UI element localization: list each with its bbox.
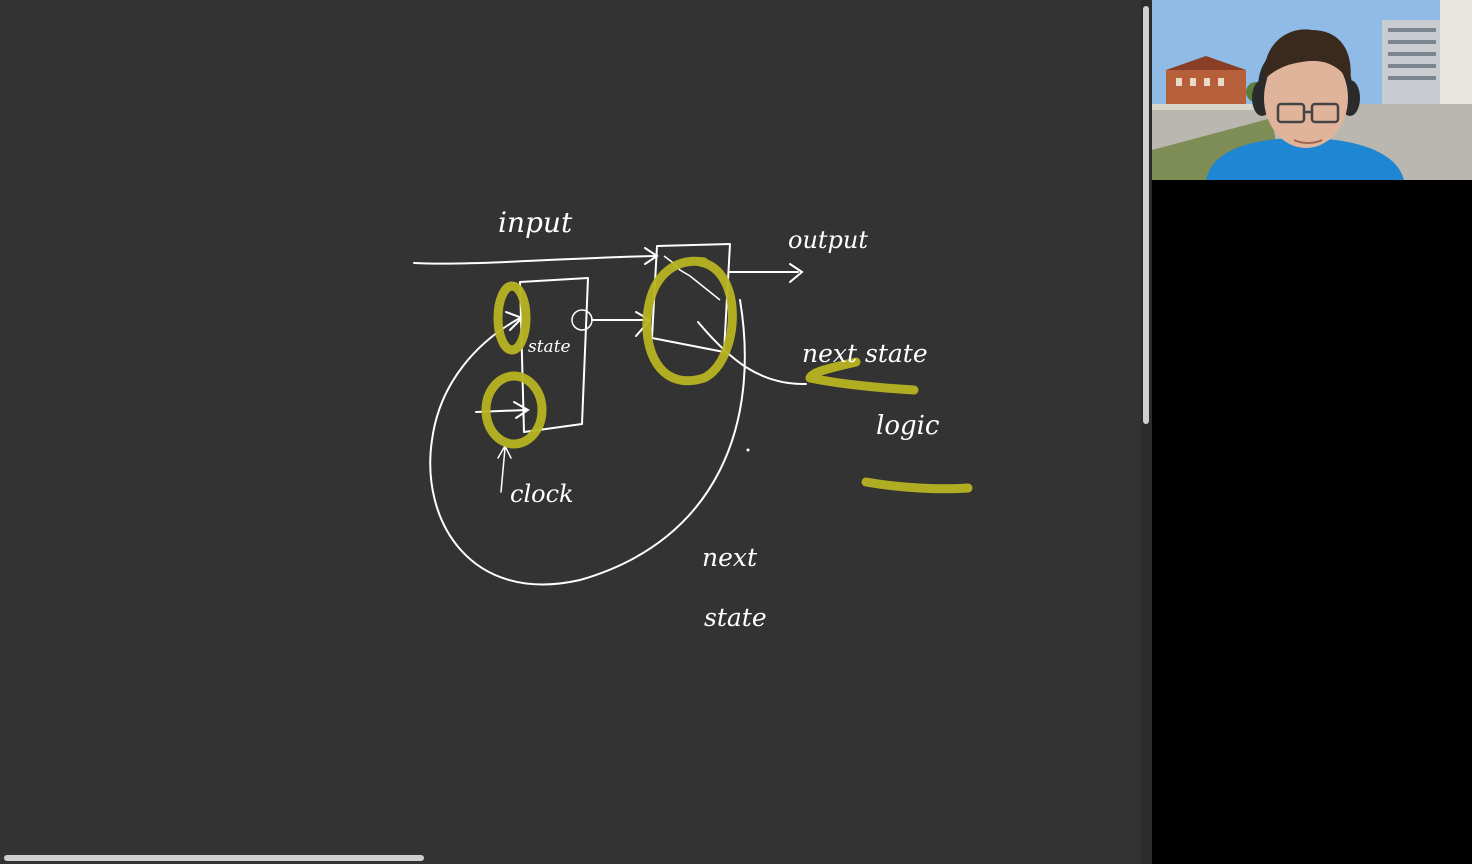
sketch-drawing: input output state clock next state logi… — [413, 206, 973, 632]
label-next-state-logic-2: logic — [876, 411, 940, 441]
highlight-logic-block — [642, 256, 737, 386]
label-next-state-bottom-1: next — [702, 543, 758, 572]
output-arrow — [729, 263, 804, 283]
video-sidebar — [1152, 0, 1472, 864]
next-state-pointer — [697, 321, 807, 386]
vertical-scrollbar[interactable] — [1141, 0, 1152, 864]
highlight-next-state-arrow — [805, 357, 919, 395]
whiteboard-canvas[interactable]: input output state clock next state logi… — [0, 0, 1152, 864]
label-output: output — [788, 226, 868, 254]
label-next-state-logic-1: next state — [802, 339, 928, 368]
register-to-block-arrow — [591, 311, 652, 337]
label-state: state — [528, 337, 571, 357]
register-output-bubble — [571, 309, 593, 331]
highlighter-marks — [481, 256, 973, 494]
input-line — [413, 247, 659, 265]
label-input: input — [498, 206, 573, 239]
highlight-clock-input — [481, 371, 547, 449]
highlight-underline — [861, 477, 973, 494]
label-clock: clock — [510, 480, 574, 508]
vertical-scroll-thumb[interactable] — [1143, 6, 1149, 424]
ink-dot — [746, 448, 750, 452]
label-next-state-bottom-2: state — [704, 603, 767, 632]
highlight-state-input — [493, 281, 531, 355]
logic-zigzag — [663, 255, 721, 301]
participant-video-tile[interactable] — [1152, 0, 1472, 180]
feedback-loop — [429, 299, 746, 586]
horizontal-scrollbar[interactable] — [0, 852, 1141, 864]
horizontal-scroll-thumb[interactable] — [4, 855, 424, 861]
webcam-participant-icon — [1152, 0, 1472, 180]
